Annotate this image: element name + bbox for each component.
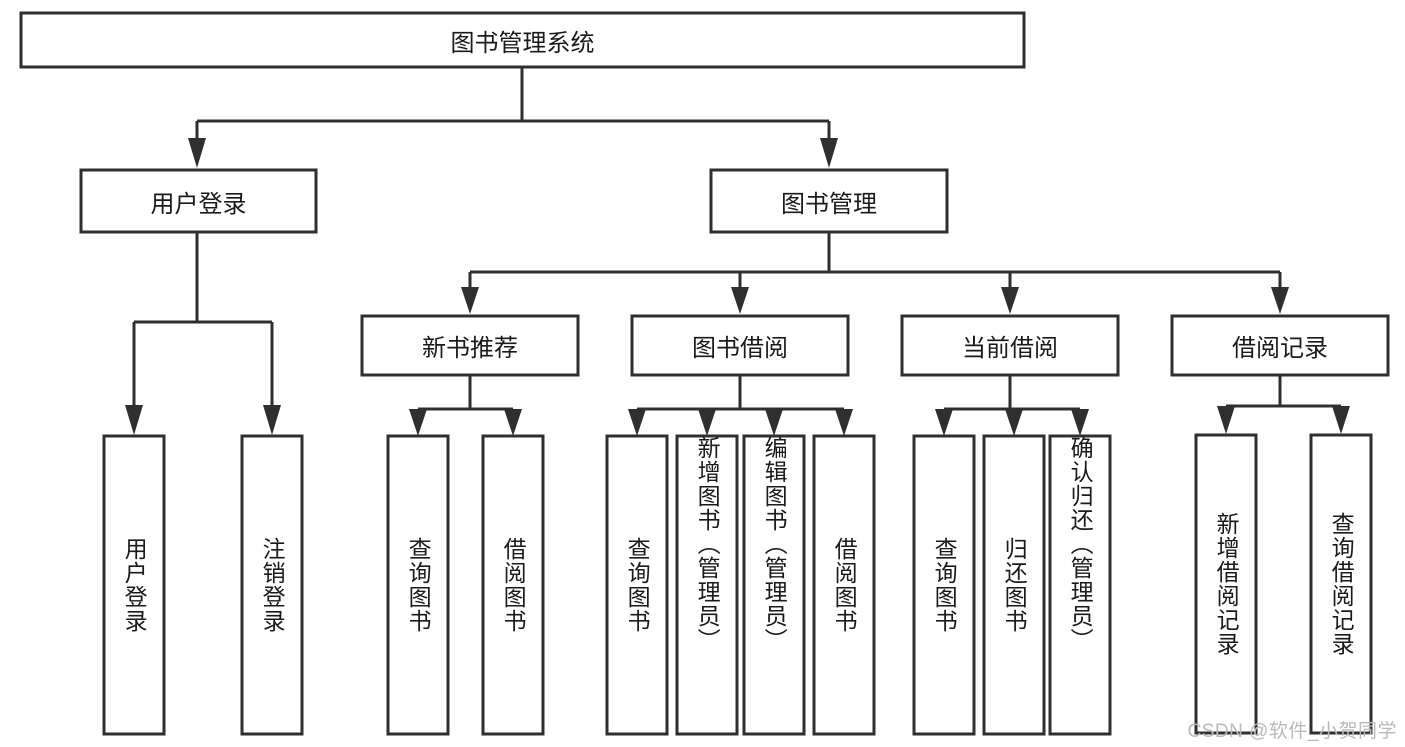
arrow-head-user-login	[188, 138, 206, 168]
arrow-head-l3-2	[1001, 287, 1019, 314]
arrow-head-leaf-2	[409, 409, 427, 436]
node-box-leaf-6[interactable]	[742, 434, 806, 736]
arrow-head-l3-0	[461, 287, 479, 314]
node-box-leaf-2[interactable]	[386, 434, 450, 736]
arrow-head-leaf-0	[125, 405, 143, 435]
node-box-l3-0[interactable]	[360, 314, 580, 377]
arrow-head-leaf-10	[1071, 409, 1089, 436]
arrow-head-l3-3	[1271, 287, 1289, 314]
node-box-leaf-10[interactable]	[1048, 434, 1112, 736]
arrow-head-leaf-7	[835, 409, 853, 436]
node-box-leaf-3[interactable]	[481, 434, 545, 736]
arrow-head-leaf-5	[698, 409, 716, 436]
node-boxes	[19, 11, 1390, 736]
node-box-leaf-0[interactable]	[102, 434, 166, 736]
node-box-l3-1[interactable]	[630, 314, 850, 377]
node-box-root[interactable]	[19, 11, 1026, 69]
node-box-l2-1[interactable]	[709, 168, 949, 234]
node-box-l2-0[interactable]	[79, 168, 318, 234]
node-box-leaf-5[interactable]	[675, 434, 739, 736]
arrow-head-leaf-6	[765, 409, 783, 436]
arrow-head-leaf-3	[504, 409, 522, 436]
node-box-leaf-4[interactable]	[605, 434, 669, 736]
node-box-leaf-12[interactable]	[1309, 433, 1373, 735]
arrow-head-leaf-11	[1217, 406, 1235, 434]
node-box-leaf-8[interactable]	[912, 434, 976, 736]
node-box-leaf-11[interactable]	[1194, 433, 1258, 735]
arrow-head-leaf-4	[628, 409, 646, 436]
arrow-head-leaf-12	[1332, 406, 1350, 434]
node-box-l3-2[interactable]	[900, 314, 1120, 377]
arrow-head-book-mgmt	[820, 138, 838, 168]
node-box-l3-3[interactable]	[1170, 314, 1390, 377]
arrow-head-leaf-8	[935, 409, 953, 436]
node-box-leaf-1[interactable]	[240, 434, 304, 736]
arrow-head-leaf-9	[1005, 409, 1023, 436]
node-box-leaf-9[interactable]	[982, 434, 1046, 736]
arrow-head-l3-1	[731, 287, 749, 314]
watermark-text: CSDN @软件_小贺同学	[1187, 721, 1397, 742]
node-box-leaf-7[interactable]	[812, 434, 876, 736]
arrow-head-leaf-1	[263, 405, 281, 435]
connectors	[125, 67, 1350, 436]
